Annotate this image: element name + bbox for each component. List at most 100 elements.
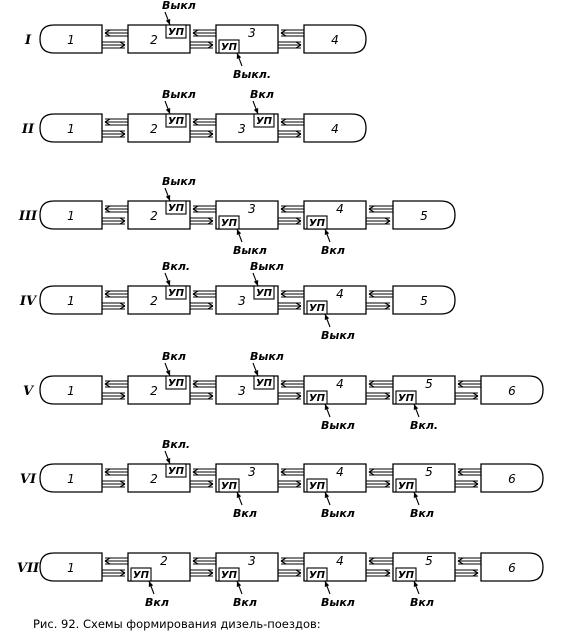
control-post-label: УП bbox=[398, 570, 415, 581]
pointer-arrowhead bbox=[165, 108, 171, 114]
car-body bbox=[480, 463, 544, 493]
control-post-box bbox=[306, 215, 328, 230]
pointer-arrowhead bbox=[236, 581, 242, 587]
car-5: 5 bbox=[392, 200, 456, 230]
car-number: 5 bbox=[420, 294, 428, 308]
pointer-arrowhead bbox=[413, 404, 419, 410]
car-number: 3 bbox=[248, 26, 256, 40]
car-body bbox=[39, 375, 103, 405]
pointer-arrowhead bbox=[413, 581, 419, 587]
car-body bbox=[392, 200, 456, 230]
car-number: 4 bbox=[336, 287, 344, 301]
coupler-lines-5 bbox=[455, 380, 481, 400]
car-1: 1 bbox=[39, 375, 103, 405]
coupler-lines-4 bbox=[366, 290, 393, 310]
car-number: 1 bbox=[67, 472, 75, 486]
control-post-label: УП bbox=[309, 481, 326, 492]
coupler-lines-1 bbox=[102, 118, 128, 138]
control-post-label: УП bbox=[309, 570, 326, 581]
control-post-box bbox=[253, 113, 275, 128]
car-number: 6 bbox=[508, 472, 516, 486]
car-1: 1 bbox=[39, 113, 103, 143]
pointer-arrowhead bbox=[324, 229, 330, 235]
car-1: 1 bbox=[39, 463, 103, 493]
pointer-arrowhead bbox=[236, 492, 242, 498]
control-post-label: УП bbox=[256, 116, 273, 127]
car-body bbox=[303, 463, 367, 493]
coupler-lines-5 bbox=[455, 557, 481, 577]
car-number: 5 bbox=[425, 377, 433, 391]
control-post-box bbox=[218, 567, 240, 582]
row-numeral: II bbox=[21, 122, 35, 137]
coupler-lines-4 bbox=[366, 205, 393, 225]
control-post-box bbox=[253, 375, 275, 390]
car-number: 3 bbox=[248, 202, 256, 216]
control-post-box bbox=[165, 375, 187, 390]
car-5: 5 bbox=[392, 285, 456, 315]
car-number: 1 bbox=[67, 33, 75, 47]
control-post-box bbox=[130, 567, 152, 582]
coupler-lines-2 bbox=[190, 557, 216, 577]
control-post-label: УП bbox=[168, 203, 185, 214]
row-numeral: VI bbox=[20, 472, 37, 487]
row-numeral: V bbox=[23, 384, 35, 399]
car-number: 4 bbox=[336, 377, 344, 391]
switch-label: Вкл bbox=[162, 350, 186, 363]
car-body bbox=[303, 285, 367, 315]
control-post-label: УП bbox=[168, 27, 185, 38]
pointer-arrowhead bbox=[324, 581, 330, 587]
pointer-arrowhead bbox=[165, 195, 171, 201]
switch-label: Вкл. bbox=[162, 438, 190, 451]
car-number: 1 bbox=[67, 561, 75, 575]
car-number: 1 bbox=[67, 122, 75, 136]
control-post-label: УП bbox=[309, 218, 326, 229]
pointer-arrowhead bbox=[253, 108, 259, 114]
car-body bbox=[39, 200, 103, 230]
car-number: 5 bbox=[425, 554, 433, 568]
control-post-box bbox=[306, 478, 328, 493]
coupler-lines-3 bbox=[278, 557, 304, 577]
car-body bbox=[215, 24, 279, 54]
car-body bbox=[39, 463, 103, 493]
control-post-box bbox=[395, 478, 417, 493]
pointer-arrowhead bbox=[236, 229, 242, 235]
control-post-box bbox=[218, 215, 240, 230]
pointer-arrowhead bbox=[165, 370, 171, 376]
coupler-lines-4 bbox=[366, 557, 393, 577]
pointer-arrowhead bbox=[165, 280, 171, 286]
car-body bbox=[392, 552, 456, 582]
switch-label: Выкл bbox=[250, 260, 284, 273]
pointer-arrowhead bbox=[165, 19, 171, 25]
control-post-box bbox=[218, 39, 240, 54]
car-number: 2 bbox=[150, 384, 158, 398]
row-numeral: III bbox=[18, 209, 38, 224]
coupler-lines-3 bbox=[278, 468, 304, 488]
coupler-lines-2 bbox=[190, 468, 216, 488]
pointer-arrowhead bbox=[253, 280, 259, 286]
switch-label: Вкл bbox=[233, 507, 257, 520]
coupler-lines-1 bbox=[102, 468, 128, 488]
car-number: 3 bbox=[238, 122, 246, 136]
switch-label: Вкл bbox=[410, 507, 434, 520]
